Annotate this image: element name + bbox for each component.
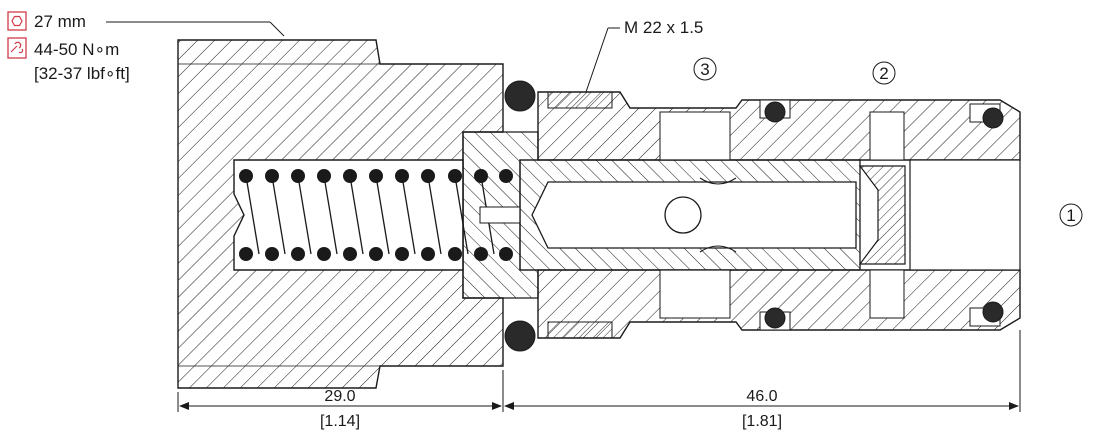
o-ring-bottom-left bbox=[504, 320, 536, 352]
torque-wrench-icon-shape bbox=[10, 41, 24, 54]
port-3: 3 bbox=[693, 57, 717, 81]
port-2: 2 bbox=[872, 61, 896, 85]
torque-wrench-icon bbox=[7, 37, 27, 59]
o-ring-top-mid bbox=[764, 101, 786, 123]
cartridge-sleeve bbox=[537, 91, 1021, 339]
thread-callout: M 22 x 1.5 bbox=[585, 18, 703, 93]
hex-leader-tail bbox=[269, 21, 285, 37]
svg-text:2: 2 bbox=[879, 64, 888, 83]
o-ring-bottom-right bbox=[982, 301, 1004, 323]
port-labels: 3 2 1 bbox=[693, 57, 1083, 227]
thread-label: M 22 x 1.5 bbox=[624, 18, 703, 37]
hex-body bbox=[177, 39, 504, 389]
o-ring-top-right bbox=[982, 107, 1004, 129]
o-ring-top-left bbox=[504, 80, 536, 112]
o-rings bbox=[504, 80, 1004, 352]
dim-right-mm: 46.0 bbox=[746, 388, 777, 405]
hex-icon-shape bbox=[11, 15, 23, 27]
torque-metric-label: 44-50 N∘m bbox=[34, 40, 119, 59]
o-ring-bottom-mid bbox=[764, 307, 786, 329]
poppet bbox=[519, 159, 906, 271]
hex-size-label: 27 mm bbox=[34, 12, 86, 31]
svg-text:3: 3 bbox=[700, 60, 709, 79]
dimensions: 29.0 [1.14] 46.0 [1.81] bbox=[177, 330, 1021, 430]
port-1: 1 bbox=[1059, 203, 1083, 227]
dim-left-mm: 29.0 bbox=[324, 388, 355, 405]
svg-text:1: 1 bbox=[1066, 206, 1075, 225]
spec-block: 27 mm 44-50 N∘m [32-37 lbf∘ft] bbox=[7, 11, 285, 83]
hex-icon bbox=[7, 11, 27, 31]
dim-right-in: [1.81] bbox=[742, 413, 782, 430]
torque-imperial-label: [32-37 lbf∘ft] bbox=[34, 64, 130, 83]
dim-left-in: [1.14] bbox=[320, 413, 360, 430]
